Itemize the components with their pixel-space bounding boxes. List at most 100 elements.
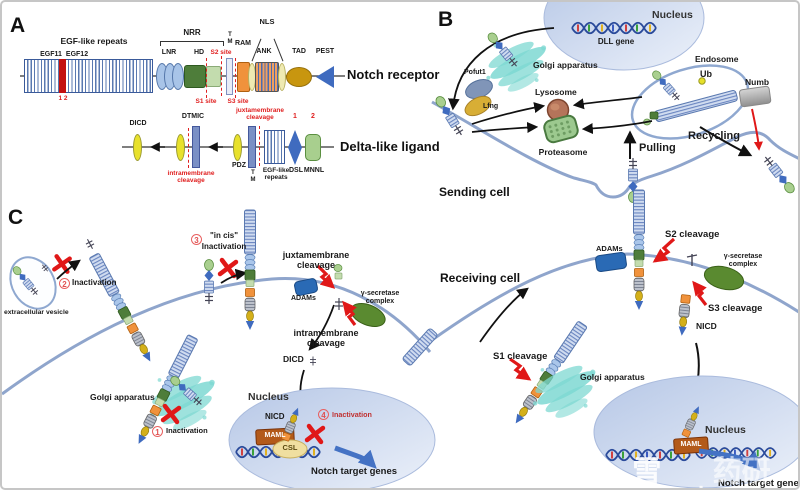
juxtamembrane-cleavage-label-c: juxtamembrane cleavage: [282, 250, 350, 271]
panel-c-label: C: [8, 206, 24, 229]
extracellular-vesicle-label: extracellular vesicle: [4, 309, 69, 316]
dtmic-label: DTMIC: [181, 113, 205, 120]
dsl-mark-label: 1: [293, 113, 297, 120]
maml-label-c: MAML: [264, 432, 286, 439]
dtmic-ellipse: [176, 134, 185, 161]
notch-target-genes-label-c: Notch target genes: [310, 466, 398, 477]
golgi-top-label: Golgi apparatus: [533, 60, 598, 70]
ligand-tm-bar2: [248, 126, 256, 168]
cell-membrane: [2, 277, 432, 396]
recycling-arrow: [699, 126, 753, 157]
lfng-label: Lfng: [483, 103, 499, 110]
pdz-domain: [233, 134, 242, 161]
endosome-to-lysosome-arrow: [572, 96, 643, 110]
tm-domain: [226, 58, 233, 95]
in-cis-arrow: [220, 268, 248, 284]
nicd-label: NICD: [696, 321, 717, 331]
s3-cleavage-bolt: [692, 280, 708, 306]
tad-domain: [286, 67, 312, 87]
ligand-tm-label: T M: [250, 170, 256, 183]
panel-b-label: B: [438, 8, 454, 31]
ram-label: RAM: [235, 40, 251, 47]
hd-domain: [184, 65, 206, 88]
mnnl-mark-label: 2: [311, 113, 315, 120]
lnr-label: LNR: [161, 49, 177, 56]
dsl-label: DSL: [289, 167, 303, 174]
dicd-label: DICD: [129, 120, 147, 127]
egf11-label: EGF11: [40, 51, 62, 58]
nucleus-bottom-label: Nucleus: [705, 424, 746, 436]
xueqiu-logo-icon: [590, 472, 626, 488]
endosome: [630, 64, 750, 140]
ank-flank-right: [278, 63, 286, 91]
pulling-label: Pulling: [639, 142, 676, 154]
receiving-cell-membrane: [431, 252, 798, 342]
ank-domain: [255, 62, 279, 92]
membrane-stub-lgreen: [334, 272, 343, 280]
s2-cleavage-label: S2 cleavage: [665, 229, 720, 240]
tm-label: T M: [227, 32, 233, 45]
inactivation-x-in-cis: [220, 260, 236, 276]
lfng-enzyme: [464, 95, 492, 117]
ligand-egf-repeats-box: [264, 130, 285, 164]
endosome-to-proteasome-arrow: [581, 120, 653, 135]
dicd-domain: [133, 134, 142, 161]
receiving-cell-label: Receiving cell: [440, 271, 521, 285]
vesicle-arrow: [56, 259, 81, 280]
receptor-tip-cross: [83, 237, 97, 251]
hd-c-domain: [206, 66, 221, 87]
intramembrane-cleavage-label: intramembrane cleavage: [167, 170, 215, 185]
s2-site-line: [221, 56, 222, 96]
juxtamembrane-cleavage-line: [259, 126, 260, 166]
dll-gene-label: DLL gene: [597, 37, 635, 46]
pofut1-label: Pofut1: [464, 69, 486, 76]
numb-protein: [738, 85, 772, 108]
ligand-in-endosome: [650, 68, 683, 103]
pdz-label: PDZ: [232, 162, 246, 169]
adams-label: ADAMs: [596, 244, 623, 253]
in-cis-receptor: [244, 209, 256, 331]
ligand-at-membrane: [433, 94, 466, 138]
free-receptor: [88, 252, 156, 365]
notch-target-genes-label: Notch target genes: [718, 478, 800, 489]
dll-gene-to-membrane-arrow: [448, 27, 555, 111]
intramembrane-cleavage-line: [188, 128, 189, 168]
adams-label-c: ADAMs: [291, 295, 316, 302]
ank-label: ANK: [256, 48, 272, 55]
golgi-label-c: Golgi apparatus: [90, 392, 155, 402]
lnr-module: [172, 63, 184, 90]
step4-badge: 4: [318, 409, 329, 420]
nls-label: NLS: [259, 17, 275, 26]
numb-label: Numb: [745, 77, 770, 87]
egf12-label: EGF12: [65, 51, 89, 58]
s1-cleavage-label: S1 cleavage: [493, 351, 548, 362]
intramembrane-bolt: [342, 300, 357, 326]
golgi-apparatus-bottom: [529, 357, 607, 426]
watermark: 雪球 : 药研网: [590, 448, 798, 488]
s2-site-label: S2 site: [210, 49, 232, 56]
receptor-in-endosome: [654, 89, 738, 123]
nicd-label-c: NICD: [265, 412, 285, 421]
membrane-stub-green: [333, 264, 343, 272]
juxtamembrane-cleavage-label: juxtamembrane cleavage: [235, 107, 285, 122]
juxtamembrane-bolt: [316, 264, 336, 289]
step1-inactivation-label: Inactivation: [166, 426, 208, 435]
recycled-receptor: [761, 153, 797, 196]
notch-receptor-title: Notch receptor: [347, 67, 440, 82]
egf-marks-label: 1 2: [58, 95, 68, 102]
step4-inactivation-label: Inactivation: [332, 410, 372, 419]
egf-repeats-box: [24, 59, 153, 93]
extracellular-vesicle: [9, 256, 57, 310]
egf-like-repeats-label: EGF-like repeats: [60, 36, 128, 46]
recycling-label: Recycling: [688, 130, 740, 142]
ligand-egf-repeats-label: EGF-like repeats: [262, 167, 290, 182]
maml-label: MAML: [680, 441, 702, 448]
watermark-site: 雪球: [632, 456, 662, 488]
nucleus-label-c: Nucleus: [248, 391, 289, 403]
sending-cell-membrane: [431, 100, 798, 199]
csl-protein: [272, 439, 308, 459]
gamma-secretase-complex: [703, 265, 745, 291]
csl-label: CSL: [282, 443, 298, 452]
